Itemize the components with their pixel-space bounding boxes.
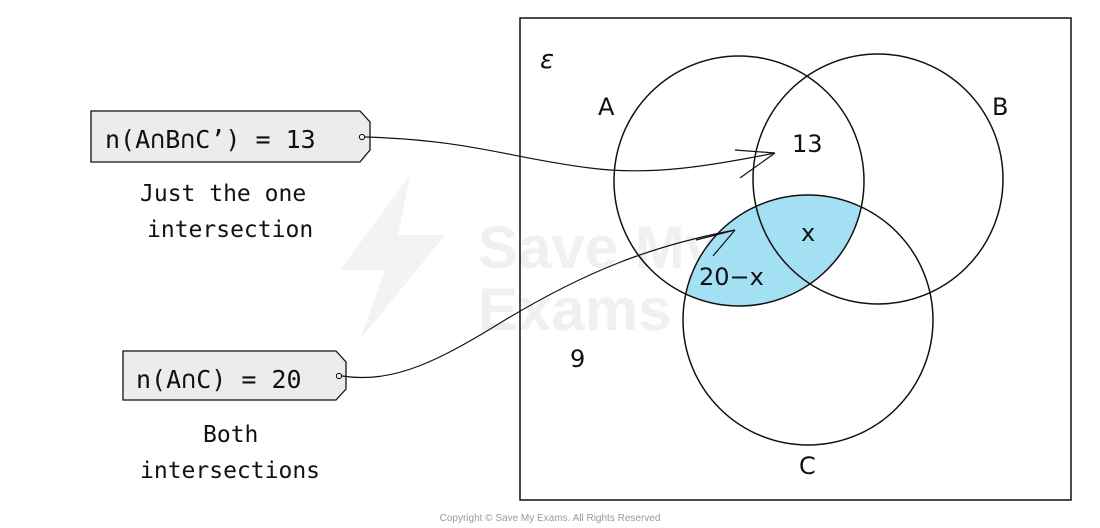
tag-top-shape [90, 110, 371, 163]
watermark-line-2: Exams [478, 276, 671, 343]
arrow-bottom-head-icon [695, 229, 736, 257]
circle-c [682, 194, 934, 446]
tag-top-caption-line-1: Just the one [140, 181, 306, 207]
region-outside: 9 [570, 345, 585, 373]
watermark-line-1: Save My [478, 214, 719, 281]
tag-bottom: n(A∩C) = 20 Both intersections [122, 350, 347, 484]
connector-arrows [341, 136, 776, 379]
shaded-fill [683, 195, 864, 306]
region-a-b-c: x [801, 219, 815, 247]
circle-a [613, 55, 865, 307]
tag-top-caption-line-2: intersection [147, 217, 313, 243]
tag-bottom-caption-line-2: intersections [140, 458, 320, 484]
tag-top-hole-icon [358, 133, 366, 141]
set-label-a: A [598, 93, 615, 121]
circle-b [752, 53, 1004, 305]
tag-bottom-text: n(A∩C) = 20 [136, 365, 302, 394]
arrow-top-to-13 [364, 136, 776, 172]
universal-set-box [519, 17, 1072, 501]
tag-top-text: n(A∩B∩C’) = 13 [105, 125, 316, 154]
copyright-notice: Copyright © Save My Exams. All Rights Re… [440, 513, 661, 524]
arrow-bottom-to-region [341, 229, 736, 379]
tag-bottom-hole-icon [335, 372, 343, 380]
watermark: Save My Exams [340, 175, 719, 343]
shaded-region-a-and-c [683, 195, 864, 306]
universal-set-symbol: ε [540, 45, 554, 75]
set-label-c: C [799, 452, 816, 480]
tag-bottom-caption-line-1: Both [203, 422, 258, 448]
watermark-bolt-icon [340, 175, 445, 340]
region-a-b-only: 13 [792, 130, 823, 158]
set-label-b: B [992, 93, 1008, 121]
arrow-top-head-icon [734, 149, 776, 179]
tag-top: n(A∩B∩C’) = 13 Just the one intersection [90, 110, 371, 243]
tag-bottom-shape [122, 350, 347, 401]
region-a-c-only: 20−x [699, 263, 764, 291]
